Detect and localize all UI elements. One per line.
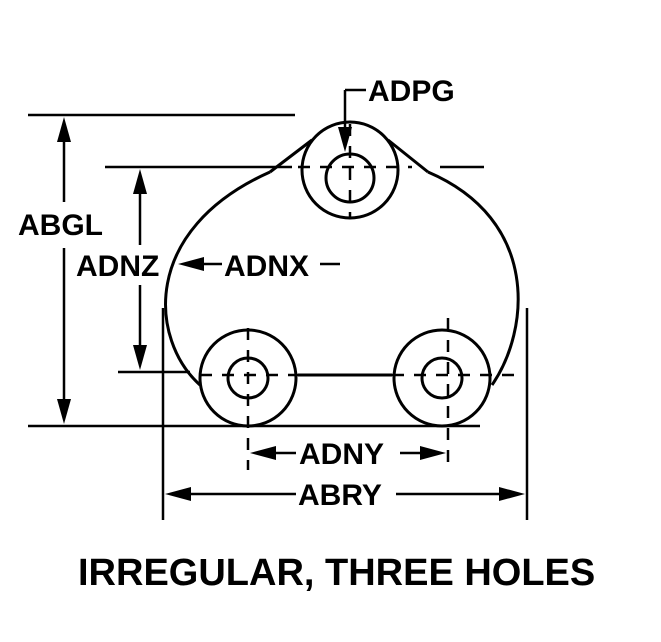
- adnz-arrow-up: [133, 169, 147, 194]
- right-hole-boss: [392, 328, 492, 428]
- adnx-arrow: [178, 257, 204, 271]
- adnx-label: ADNX: [224, 250, 309, 283]
- left-body-arc: [164, 170, 271, 387]
- part-outline: [164, 138, 520, 387]
- adny-arrow-left: [250, 446, 276, 460]
- adnz-label: ADNZ: [76, 250, 159, 283]
- adnz-arrow-down: [133, 345, 147, 370]
- right-hole-circle: [420, 356, 464, 400]
- drawing-caption: IRREGULAR, THREE HOLES: [78, 552, 595, 594]
- adpg-arrow: [338, 127, 352, 152]
- abgl-arrow-up: [57, 117, 71, 142]
- adnz-dimension: ADNZ: [76, 169, 159, 370]
- abry-arrow-left: [165, 487, 191, 501]
- right-boss-circle: [392, 328, 492, 428]
- adny-dimension: ADNY: [250, 438, 446, 471]
- abgl-dimension: ABGL: [18, 113, 480, 428]
- adpg-leader: ADPG: [338, 75, 455, 152]
- abry-dimension: ABRY: [161, 308, 529, 520]
- centerlines: [105, 124, 520, 470]
- right-body-arc: [427, 170, 520, 386]
- adny-arrow-right: [420, 446, 446, 460]
- abgl-label: ABGL: [18, 209, 103, 242]
- adny-label: ADNY: [299, 438, 384, 471]
- adpg-label: ADPG: [368, 75, 455, 108]
- abgl-arrow-down: [57, 399, 71, 424]
- adnx-leader: ADNX: [178, 250, 340, 283]
- abry-label: ABRY: [298, 479, 382, 512]
- abry-arrow-right: [499, 487, 525, 501]
- right-top-tangent: [387, 138, 429, 174]
